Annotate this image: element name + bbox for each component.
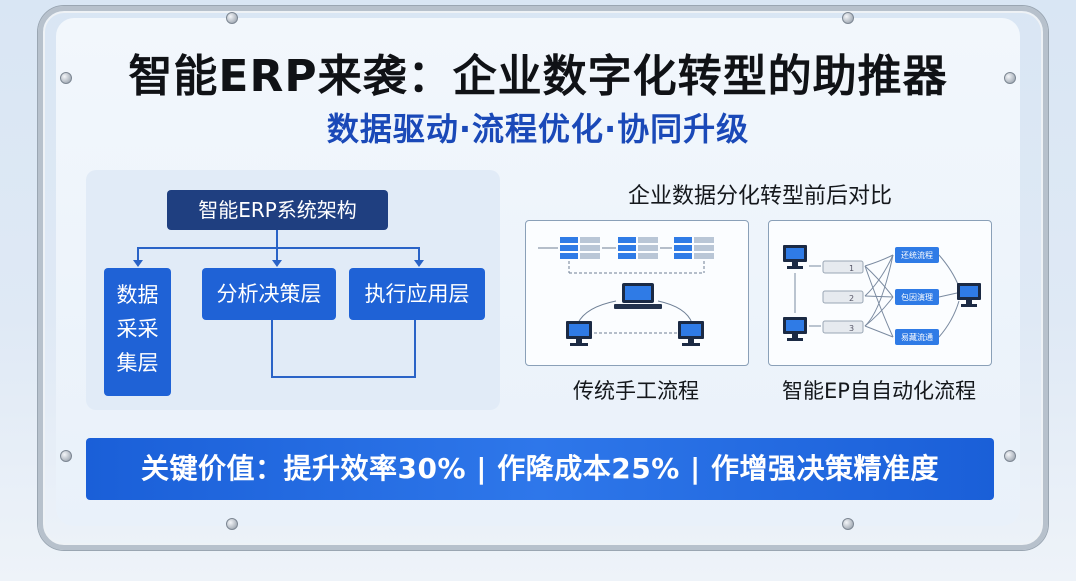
- computer-icon: [957, 283, 981, 307]
- arrow-down-icon: [133, 260, 143, 267]
- screw-icon: [1004, 72, 1016, 84]
- execution-application-layer: 执行应用层: [349, 268, 485, 320]
- arrow-down-icon: [272, 260, 282, 267]
- layer-label: 集层: [116, 351, 159, 375]
- page-subtitle: 数据驱动·流程优化·协同升级: [326, 110, 750, 148]
- arrow-down-icon: [414, 260, 424, 267]
- connector-line: [271, 319, 273, 377]
- connector-line: [276, 230, 278, 248]
- connector-line: [137, 247, 139, 261]
- screw-icon: [226, 518, 238, 530]
- layer-label: 采采: [116, 317, 159, 341]
- screw-icon: [1004, 450, 1016, 462]
- analysis-decision-layer: 分析决策层: [202, 268, 336, 320]
- computer-icon: [783, 245, 807, 269]
- data-collection-layer: 数据 采采 集层: [104, 268, 171, 396]
- svg-text:3: 3: [849, 324, 854, 333]
- screw-icon: [842, 12, 854, 24]
- svg-text:易藏流通: 易藏流通: [901, 332, 933, 342]
- before-diagram-graphic: [538, 237, 714, 346]
- after-diagram-graphic: 1 2 3 还统流程 包因演理 易藏流通: [783, 245, 981, 345]
- after-diagram: 1 2 3 还统流程 包因演理 易藏流通: [768, 220, 992, 366]
- connector-line: [276, 247, 278, 261]
- before-diagram: [525, 220, 749, 366]
- connector-line: [137, 247, 419, 249]
- comparison-title: 企业数据分化转型前后对比: [627, 184, 892, 209]
- page-title: 智能ERP来袭：企业数字化转型的助推器: [128, 51, 948, 102]
- screw-icon: [226, 12, 238, 24]
- before-label: 传统手工流程: [573, 379, 699, 403]
- computer-icon: [566, 321, 592, 346]
- process-node: 易藏流通: [895, 329, 939, 345]
- step-chip: 2: [822, 290, 864, 304]
- laptop-icon: [614, 283, 662, 309]
- process-node: 包因演理: [895, 289, 939, 305]
- architecture-title: 智能ERP系统架构: [167, 190, 388, 230]
- computer-icon: [783, 317, 807, 341]
- connector-line: [418, 247, 420, 261]
- screw-icon: [60, 72, 72, 84]
- key-value-banner: 关键价值：提升效率30% | 作降成本25% | 作增强决策精准度: [86, 438, 994, 500]
- display-frame: [38, 6, 1048, 550]
- svg-text:2: 2: [849, 294, 854, 303]
- step-chip: 3: [822, 320, 864, 334]
- data-rows: [560, 237, 714, 259]
- after-label: 智能EP自自动化流程: [782, 379, 976, 403]
- computer-icon: [678, 321, 704, 346]
- process-node: 还统流程: [895, 247, 939, 263]
- svg-text:包因演理: 包因演理: [901, 292, 933, 302]
- screw-icon: [60, 450, 72, 462]
- connector-line: [271, 376, 416, 378]
- svg-text:1: 1: [849, 264, 854, 273]
- screw-icon: [842, 518, 854, 530]
- svg-text:还统流程: 还统流程: [901, 250, 933, 260]
- step-chip: 1: [822, 260, 864, 274]
- layer-label: 数据: [116, 283, 159, 307]
- connector-line: [414, 319, 416, 377]
